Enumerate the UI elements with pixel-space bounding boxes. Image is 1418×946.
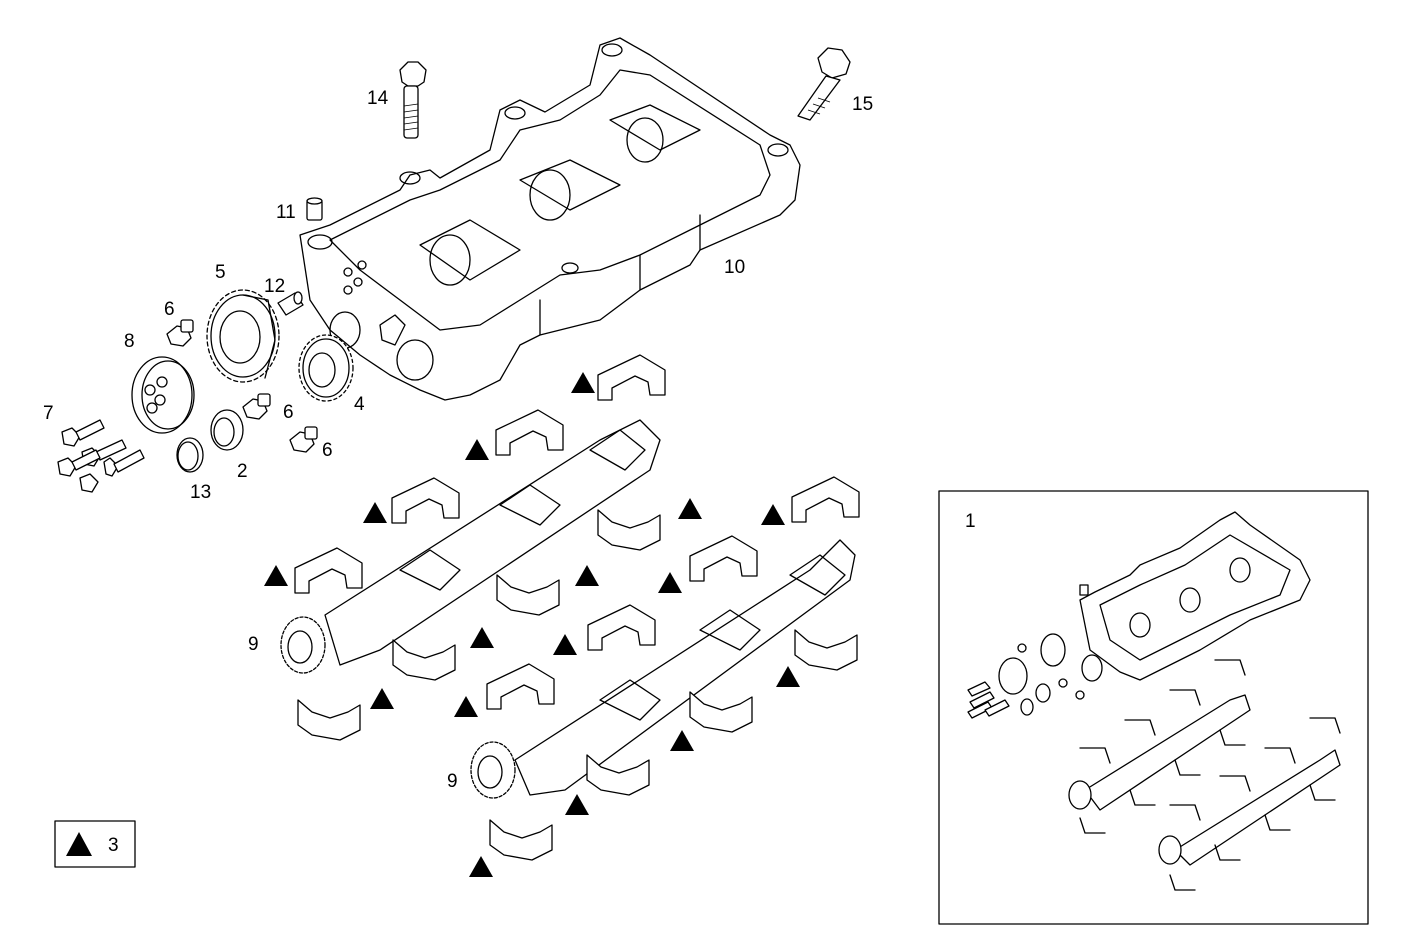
legend-box: 3 (54, 820, 136, 868)
bolt-14 (399, 61, 427, 139)
inset-assembly-overview (938, 490, 1369, 925)
label-6b: 6 (283, 402, 294, 423)
label-5: 5 (215, 262, 226, 283)
label-7: 7 (43, 403, 54, 424)
label-13: 13 (190, 482, 211, 503)
label-9a: 9 (248, 634, 259, 655)
inset-camshafts (1068, 659, 1341, 891)
label-4: 4 (354, 394, 365, 415)
gear-5 (206, 289, 280, 383)
ring-2 (210, 409, 244, 451)
label-8: 8 (124, 331, 135, 352)
circlip-13 (176, 437, 204, 473)
camshaft-upper (280, 419, 661, 674)
bolt-6a (166, 319, 194, 347)
pulley-8 (131, 356, 195, 434)
gear-4 (298, 334, 354, 402)
part-labels: 1 2 4 5 6 6 6 7 8 9 9 10 11 12 13 14 15 (43, 88, 976, 792)
sleeve-11 (306, 197, 323, 221)
label-2: 2 (237, 461, 248, 482)
label-12: 12 (264, 276, 285, 297)
legend-number: 3 (108, 835, 119, 856)
label-9b: 9 (447, 771, 458, 792)
label-11: 11 (276, 202, 296, 223)
bearing-shell-markers (264, 372, 800, 877)
bolts-7 (57, 419, 145, 493)
label-15: 15 (852, 94, 873, 115)
bolt-15 (797, 47, 851, 121)
pin-12 (277, 291, 304, 316)
label-14: 14 (367, 88, 389, 109)
triangle-icon (66, 832, 92, 856)
label-6c: 6 (322, 440, 333, 461)
label-6a: 6 (164, 299, 175, 320)
camshaft-lower (470, 539, 856, 799)
label-10: 10 (724, 257, 745, 278)
bearing-shells (294, 354, 860, 861)
label-1: 1 (965, 511, 976, 532)
bolt-6b (242, 393, 271, 420)
inset-carrier (967, 511, 1311, 719)
bolt-6c (289, 426, 318, 453)
